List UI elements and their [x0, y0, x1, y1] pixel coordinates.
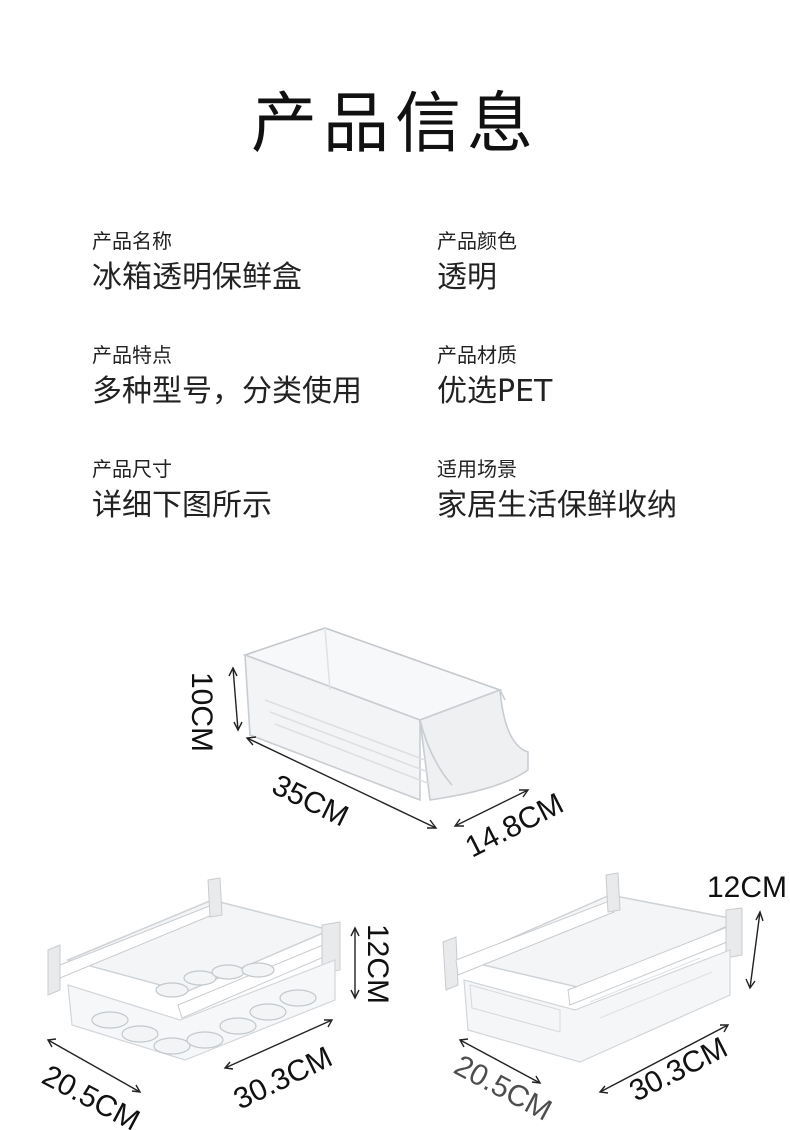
- info-usage-scene: 适用场景 家居生活保鲜收纳: [437, 456, 757, 526]
- pull-drawer-width-label: 20.5CM: [449, 1049, 557, 1127]
- pull-drawer-dimensions: [458, 910, 764, 1094]
- info-label: 产品特点: [92, 343, 172, 367]
- can-organizer-width-label: 14.8CM: [460, 787, 569, 864]
- info-product-name: 产品名称 冰箱透明保鲜盒: [92, 228, 412, 298]
- can-organizer-image: [242, 627, 529, 802]
- egg-drawer-height-label: 12CM: [361, 924, 394, 1004]
- pull-drawer-height-label: 12CM: [707, 871, 787, 904]
- info-value: 透明: [437, 260, 497, 295]
- info-label: 产品尺寸: [92, 457, 172, 481]
- can-organizer-dimensions: [228, 666, 530, 829]
- info-product-size: 产品尺寸 详细下图所示: [92, 456, 412, 526]
- info-label: 产品名称: [92, 229, 172, 253]
- info-label: 适用场景: [437, 457, 517, 481]
- info-value: 家居生活保鲜收纳: [437, 488, 677, 523]
- egg-drawer-length-label: 30.3CM: [229, 1041, 338, 1117]
- egg-drawer-dimensions: [46, 926, 360, 1093]
- pull-drawer-length-label: 30.3CM: [624, 1031, 733, 1108]
- info-label: 产品颜色: [437, 229, 517, 253]
- info-value: 冰箱透明保鲜盒: [92, 260, 302, 295]
- info-product-material: 产品材质 优选PET: [437, 342, 757, 412]
- info-value: 多种型号，分类使用: [92, 374, 362, 409]
- pull-drawer-image: [442, 872, 743, 1063]
- info-value: 详细下图所示: [92, 488, 272, 523]
- page-title: 产品信息: [251, 85, 539, 162]
- can-organizer-length-label: 35CM: [267, 769, 353, 834]
- egg-drawer-width-label: 20.5CM: [37, 1059, 145, 1130]
- info-product-feature: 产品特点 多种型号，分类使用: [92, 342, 412, 412]
- info-product-color: 产品颜色 透明: [437, 228, 757, 298]
- info-label: 产品材质: [437, 343, 517, 367]
- can-organizer-height-label: 10CM: [185, 672, 218, 752]
- info-value: 优选PET: [437, 374, 553, 409]
- egg-drawer-image: [47, 877, 341, 1061]
